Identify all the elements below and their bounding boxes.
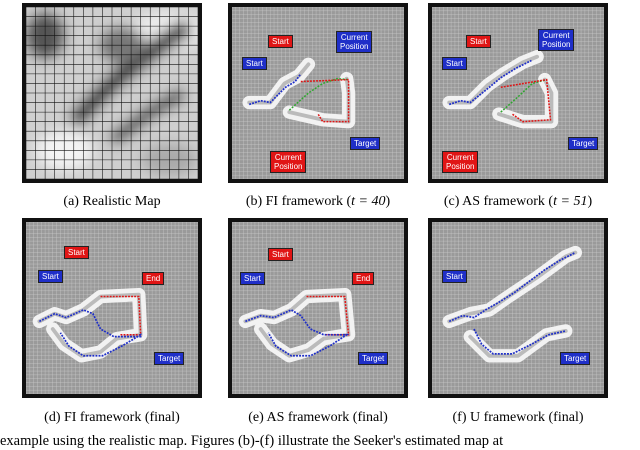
as-map-final xyxy=(228,218,408,398)
caption-a: (a) Realistic Map xyxy=(63,194,161,209)
u-map-final xyxy=(428,218,608,398)
panel-as-framework-t51: Start Current Position Start Current Pos… xyxy=(428,3,608,183)
label-end-red: End xyxy=(352,272,375,285)
label-start-blue: Start xyxy=(240,272,265,285)
prediction-path xyxy=(288,77,349,111)
seeker-path xyxy=(448,59,532,106)
panel-realistic-map xyxy=(22,3,202,183)
target-path xyxy=(300,78,350,123)
fi-map-t40 xyxy=(228,3,408,183)
realistic-map-image xyxy=(22,3,202,183)
seeker-path xyxy=(38,308,142,357)
unexplored-area xyxy=(232,222,404,394)
label-target-blue: Target xyxy=(568,137,599,150)
caption-f: (f) U framework (final) xyxy=(452,410,584,425)
label-start-red: Start xyxy=(268,35,293,48)
label-start-blue: Start xyxy=(442,270,467,283)
label-start-blue: Start xyxy=(242,57,267,70)
grid-lines xyxy=(26,7,198,179)
seeker-path xyxy=(448,251,576,355)
label-end-red: End xyxy=(142,272,165,285)
label-start-red: Start xyxy=(268,248,293,261)
as-map-t51 xyxy=(428,3,608,183)
label-target-blue: Target xyxy=(358,352,389,365)
caption-e: (e) AS framework (final) xyxy=(248,410,388,425)
label-start-blue: Start xyxy=(442,57,467,70)
label-start-red: Start xyxy=(466,35,491,48)
label-current-position-red: Current Position xyxy=(442,151,479,173)
label-current-position-blue: Current Position xyxy=(538,29,575,51)
body-text-line: example using the realistic map. Figures… xyxy=(0,433,504,449)
label-current-position-blue: Current Position xyxy=(336,31,373,53)
label-target-blue: Target xyxy=(560,352,591,365)
fi-map-final xyxy=(22,218,202,398)
label-target-blue: Target xyxy=(350,137,381,150)
target-path xyxy=(500,78,552,123)
unexplored-area xyxy=(432,7,604,179)
panel-as-framework-final: Start End Start Target xyxy=(228,218,408,398)
unexplored-area xyxy=(232,7,404,179)
label-start-blue: Start xyxy=(38,270,63,283)
caption-d: (d) FI framework (final) xyxy=(44,410,180,425)
target-path xyxy=(100,295,142,336)
explored-corridor xyxy=(442,245,583,363)
prediction-path xyxy=(500,78,547,113)
terrain-estimate xyxy=(447,250,578,358)
panel-fi-framework-final: Start End Start Target xyxy=(22,218,202,398)
target-path xyxy=(306,295,350,336)
caption-c: (c) AS framework (t = 51) xyxy=(443,194,593,209)
panel-fi-framework-t40: Start Current Position Start Current Pos… xyxy=(228,3,408,183)
label-target-blue: Target xyxy=(154,352,185,365)
label-start-red: Start xyxy=(64,246,89,259)
label-current-position-red: Current Position xyxy=(270,151,307,173)
caption-b: (b) FI framework (t = 40) xyxy=(245,194,391,209)
seeker-path xyxy=(245,308,350,357)
panel-u-framework-final: Start Target xyxy=(428,218,608,398)
